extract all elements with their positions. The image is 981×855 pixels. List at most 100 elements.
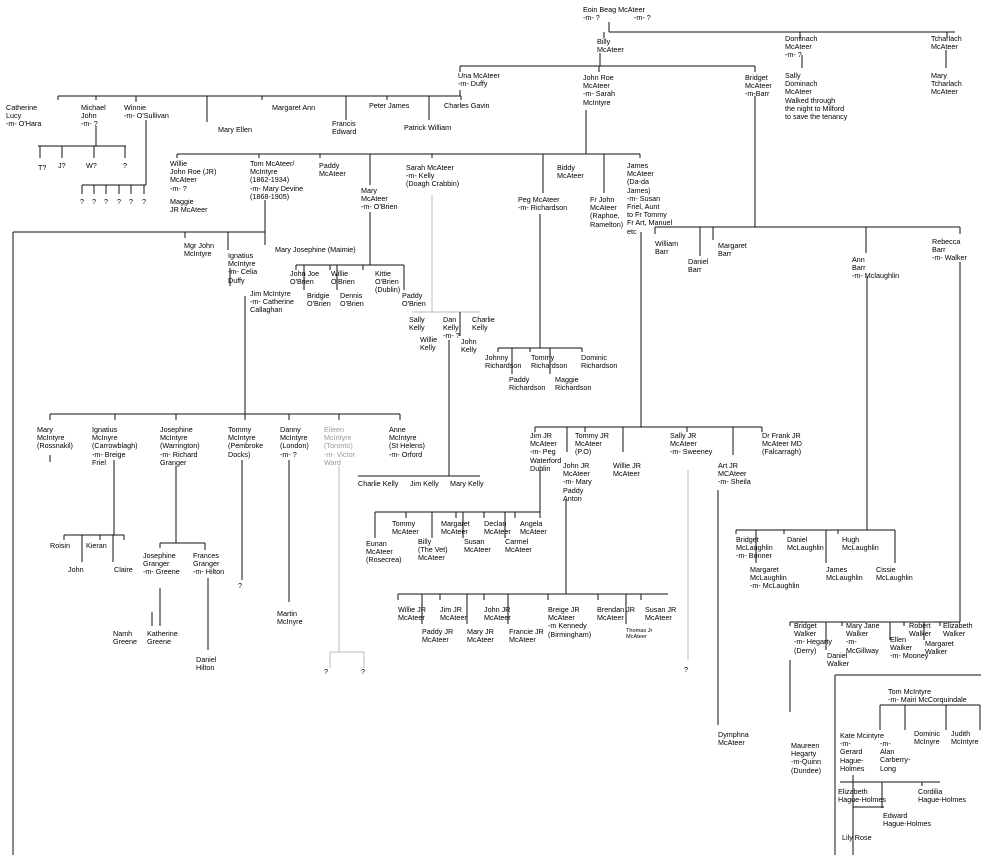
person-mary-kelly: Mary Kelly bbox=[450, 479, 484, 488]
person-unknown: ? bbox=[684, 665, 688, 674]
person-carmel: Carmel McAteer bbox=[505, 537, 532, 555]
person-francie-jr: Francie JR McAteer bbox=[509, 627, 544, 645]
person-breige-jr: Breige JR McAteer -m Kennedy (Birmingham… bbox=[548, 605, 592, 639]
person-dan-kelly: Dan Kelly -m- ? bbox=[443, 315, 460, 341]
person-unknown: ? bbox=[324, 667, 328, 676]
person-eileen-toronto: Eileen McIntyre (Toronto) -m- Victor War… bbox=[324, 425, 356, 467]
person-willie-jr: Willie John Roe (JR) McAteer -m- ? bbox=[170, 159, 217, 193]
person-rebecca-barr: Rebecca Barr -m- Walker bbox=[932, 237, 967, 263]
person-maggie-jr: Maggie JR McAteer bbox=[170, 197, 208, 215]
person-unknown: ? bbox=[117, 197, 121, 206]
person-willie-obrien: Willie O'Brien bbox=[331, 269, 355, 287]
person-peter-james: Peter James bbox=[369, 101, 410, 110]
person-t-unknown: T? bbox=[38, 163, 47, 172]
person-john-joe-obrien: John Joe O'Brien bbox=[290, 269, 320, 287]
person-willie-jr2: Willie JR McAteer bbox=[613, 461, 641, 479]
person-josephine-greene: Josephine Granger -m- Greene bbox=[143, 551, 180, 577]
person-ellen-walker: Ellen Walker -m- Mooney bbox=[890, 635, 929, 661]
person-cordilia-hague-holmes: Cordilia Hague-Holmes bbox=[918, 787, 966, 805]
person-mary-obrien: Mary McAteer -m- O'Brien bbox=[361, 186, 398, 212]
person-judith-mcintyre: Judith McIntyre bbox=[951, 729, 979, 747]
person-tom-mcintyre-mairi: Tom McIntyre -m- Mairi McCorquindale bbox=[888, 687, 967, 705]
person-unknown: ? bbox=[129, 197, 133, 206]
person-namh-greene: Namh Greene bbox=[113, 629, 137, 647]
person-dennis-obrien: Dennis O'Brien bbox=[340, 291, 364, 309]
person-bridget-walker: Bridget Walker -m- Hegarty (Derry) bbox=[794, 621, 832, 655]
person-claire: Claire bbox=[114, 565, 133, 574]
person-dymphna: Dymphna McAteer bbox=[718, 730, 749, 748]
person-ignatius-celia: Ignatius McIntyre -m- Celia Duffy bbox=[228, 251, 258, 285]
person-unknown: ? bbox=[142, 197, 146, 206]
person-mary-rossnakil: Mary McIntyre (Rossnakil) bbox=[37, 425, 73, 451]
person-bridget-bonner: Bridget McLaughlin -m- Bonner bbox=[736, 535, 773, 561]
person-jim-kelly: Jim Kelly bbox=[410, 479, 439, 488]
person-susan-jr: Susan JR McAteer bbox=[645, 605, 677, 623]
person-margaret-walker: Margaret Walker bbox=[925, 639, 954, 657]
person-patrick-william: Patrick William bbox=[404, 123, 452, 132]
person-billy-vet: Billy (The Vet) McAteer bbox=[418, 537, 448, 563]
person-tommy-mcateer: Tommy McAteer bbox=[392, 519, 419, 537]
person-martin: Martin McInyre bbox=[277, 609, 303, 627]
person-mary-josephine: Mary Josephine (Maimie) bbox=[275, 245, 356, 254]
person-eoin-beag: Eoin Beag McAteer -m- ? bbox=[583, 5, 645, 23]
person-fr-john: Fr John McAteer (Raphoe, Ramelton) bbox=[590, 195, 624, 229]
person-margaret-mclaughlin: Margaret McLaughlin -m- McLaughlin bbox=[750, 565, 800, 591]
person-danny-london: Danny McIntyre (London) -m- ? bbox=[280, 425, 309, 459]
person-biddy: Biddy McAteer bbox=[557, 163, 584, 181]
person-billy: Billy McAteer bbox=[597, 37, 624, 55]
person-eunan: Eunan McAteer (Rosecrea) bbox=[366, 539, 402, 565]
person-margaret-mcateer: Margaret McAteer bbox=[441, 519, 470, 537]
person-j-unknown: J? bbox=[58, 161, 66, 170]
person-eoin-spouse: -m- ? bbox=[634, 13, 651, 22]
person-paddy-obrien: Paddy O'Brien bbox=[402, 291, 426, 309]
person-brendan-jr: Brendan JR McAteer bbox=[597, 605, 635, 623]
person-robert-walker: Robert Walker bbox=[909, 621, 932, 639]
person-unknown: ? bbox=[123, 161, 127, 170]
person-john-kelly: John Kelly bbox=[461, 337, 477, 355]
person-jim-jr2: Jim JR McAteer bbox=[440, 605, 467, 623]
person-sally-jr: Sally JR McAteer -m- Sweeney bbox=[670, 431, 713, 457]
person-kittie-obrien: Kittie O'Brien (Dublin) bbox=[375, 269, 401, 295]
person-willie-jr3: Willie JR McAteer bbox=[398, 605, 426, 623]
person-w-unknown: W? bbox=[86, 161, 97, 170]
person-jim-mcintyre: Jim McIntyre -m- Catherine Callaghan bbox=[250, 289, 294, 315]
person-peg-richardson: Peg McAteer -m- Richardson bbox=[518, 195, 568, 213]
person-dominach-son: Sally Dominach McAteer Walked through th… bbox=[785, 71, 848, 122]
person-john-roe: John Roe McAteer -m- Sarah McIntyre bbox=[583, 73, 615, 107]
person-hugh-mclaughlin: Hugh McLaughlin bbox=[842, 535, 879, 553]
person-josephine-granger: Josephine McIntyre (Warrington) -m- Rich… bbox=[160, 425, 200, 467]
person-art-jr: Art JR MCAteer -m- Sheila bbox=[718, 461, 751, 487]
person-dominic-richardson: Dominic Richardson bbox=[581, 353, 618, 371]
person-katherine-greene: Katherine Greene bbox=[147, 629, 178, 647]
person-dominic-mcintyre: Dominic McInyre bbox=[914, 729, 940, 747]
person-sarah-kelly: Sarah McAteer -m- Kelly (Doagh Crabbin) bbox=[406, 163, 460, 189]
person-tommy-pembroke: Tommy McIntyre (Pembroke Docks) bbox=[228, 425, 264, 459]
person-bridget-barr: Bridget McAteer -m-Barr bbox=[745, 73, 772, 99]
person-sally-kelly: Sally Kelly bbox=[409, 315, 425, 333]
person-daniel-barr: Daniel Barr bbox=[688, 257, 709, 275]
person-john: John bbox=[68, 565, 84, 574]
person-tommy-richardson: Tommy Richardson bbox=[531, 353, 568, 371]
person-johnny-richardson: Johnny Richardson bbox=[485, 353, 522, 371]
person-paddy: Paddy McAteer bbox=[319, 161, 346, 179]
person-margaret-ann: Margaret Ann bbox=[272, 103, 316, 112]
person-frances-hilton: Frances Granger -m- Hilton bbox=[193, 551, 225, 577]
person-cissie-mclaughlin: Cissie McLaughlin bbox=[876, 565, 913, 583]
person-mary-jane-walker: Mary Jane Walker -m- McGillway bbox=[846, 621, 880, 655]
person-lily-rose: Lily Rose bbox=[842, 833, 872, 842]
person-alan-carberry-long: -m- Alan Carberry- Long bbox=[880, 739, 911, 773]
person-declan: Declan McAteer bbox=[484, 519, 511, 537]
person-dominach: Dominach McAteer -m- ? bbox=[785, 34, 818, 60]
person-unknown: ? bbox=[238, 581, 242, 590]
person-john-jr-mary: John JR McAteer -m- Mary Paddy Anton bbox=[563, 461, 592, 503]
person-mary-jr: Mary JR McAteer bbox=[467, 627, 494, 645]
person-thomas-jr: Thomas Jr McAteer bbox=[626, 628, 653, 641]
person-tom-mcateer: Tom McAteer/ McIntyre (1862-1934) -m- Ma… bbox=[250, 159, 304, 201]
person-unknown: ? bbox=[80, 197, 84, 206]
person-tommy-jr-po: Tommy JR McAteer (P.O) bbox=[575, 431, 609, 457]
person-james-mclaughlin: James McLaughlin bbox=[826, 565, 863, 583]
person-mary-tcharlach: Mary Tcharlach McAteer bbox=[931, 71, 962, 97]
person-kate-mcintyre: Kate Mcintyre -m- Gerard Hague- Holmes bbox=[840, 731, 884, 773]
person-ann-barr: Ann Barr -m- Mclaughlin bbox=[852, 255, 900, 281]
